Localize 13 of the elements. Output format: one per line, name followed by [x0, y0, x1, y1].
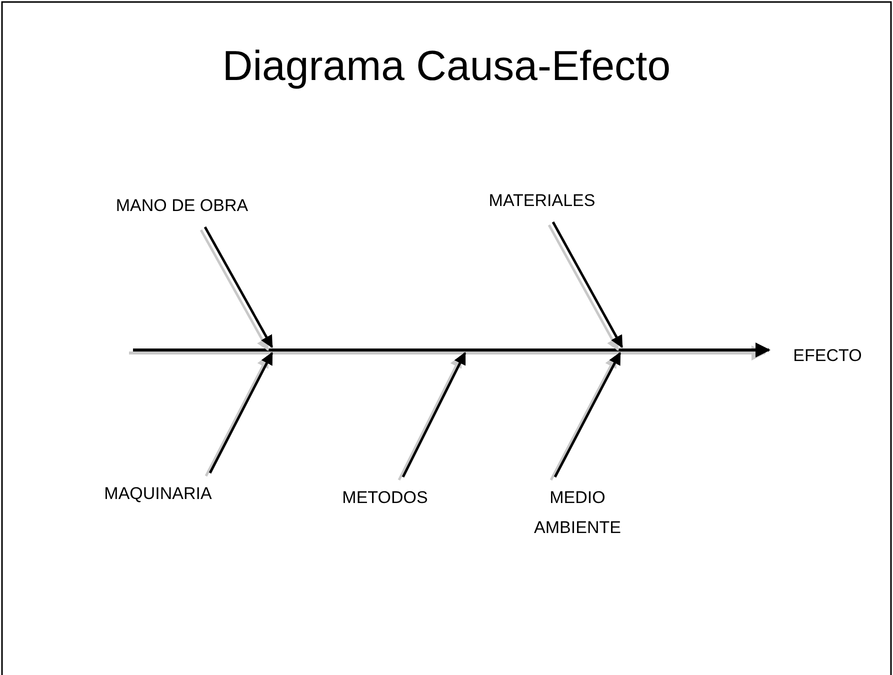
cause-label: MAQUINARIA — [103, 483, 213, 505]
arrow — [208, 352, 274, 474]
cause-label: METODOS — [341, 487, 429, 509]
cause-label: MANO DE OBRA — [114, 195, 250, 217]
title: Diagrama Causa-Efecto — [221, 42, 672, 90]
arrow — [554, 352, 622, 478]
cause-label: MEDIO AMBIENTE — [533, 487, 622, 539]
arrow — [402, 352, 466, 478]
arrow — [204, 226, 274, 348]
arrow — [133, 342, 770, 358]
cause-label: MATERIALES — [488, 190, 596, 212]
cause-label: EFECTO — [792, 345, 863, 367]
arrow — [552, 221, 624, 348]
